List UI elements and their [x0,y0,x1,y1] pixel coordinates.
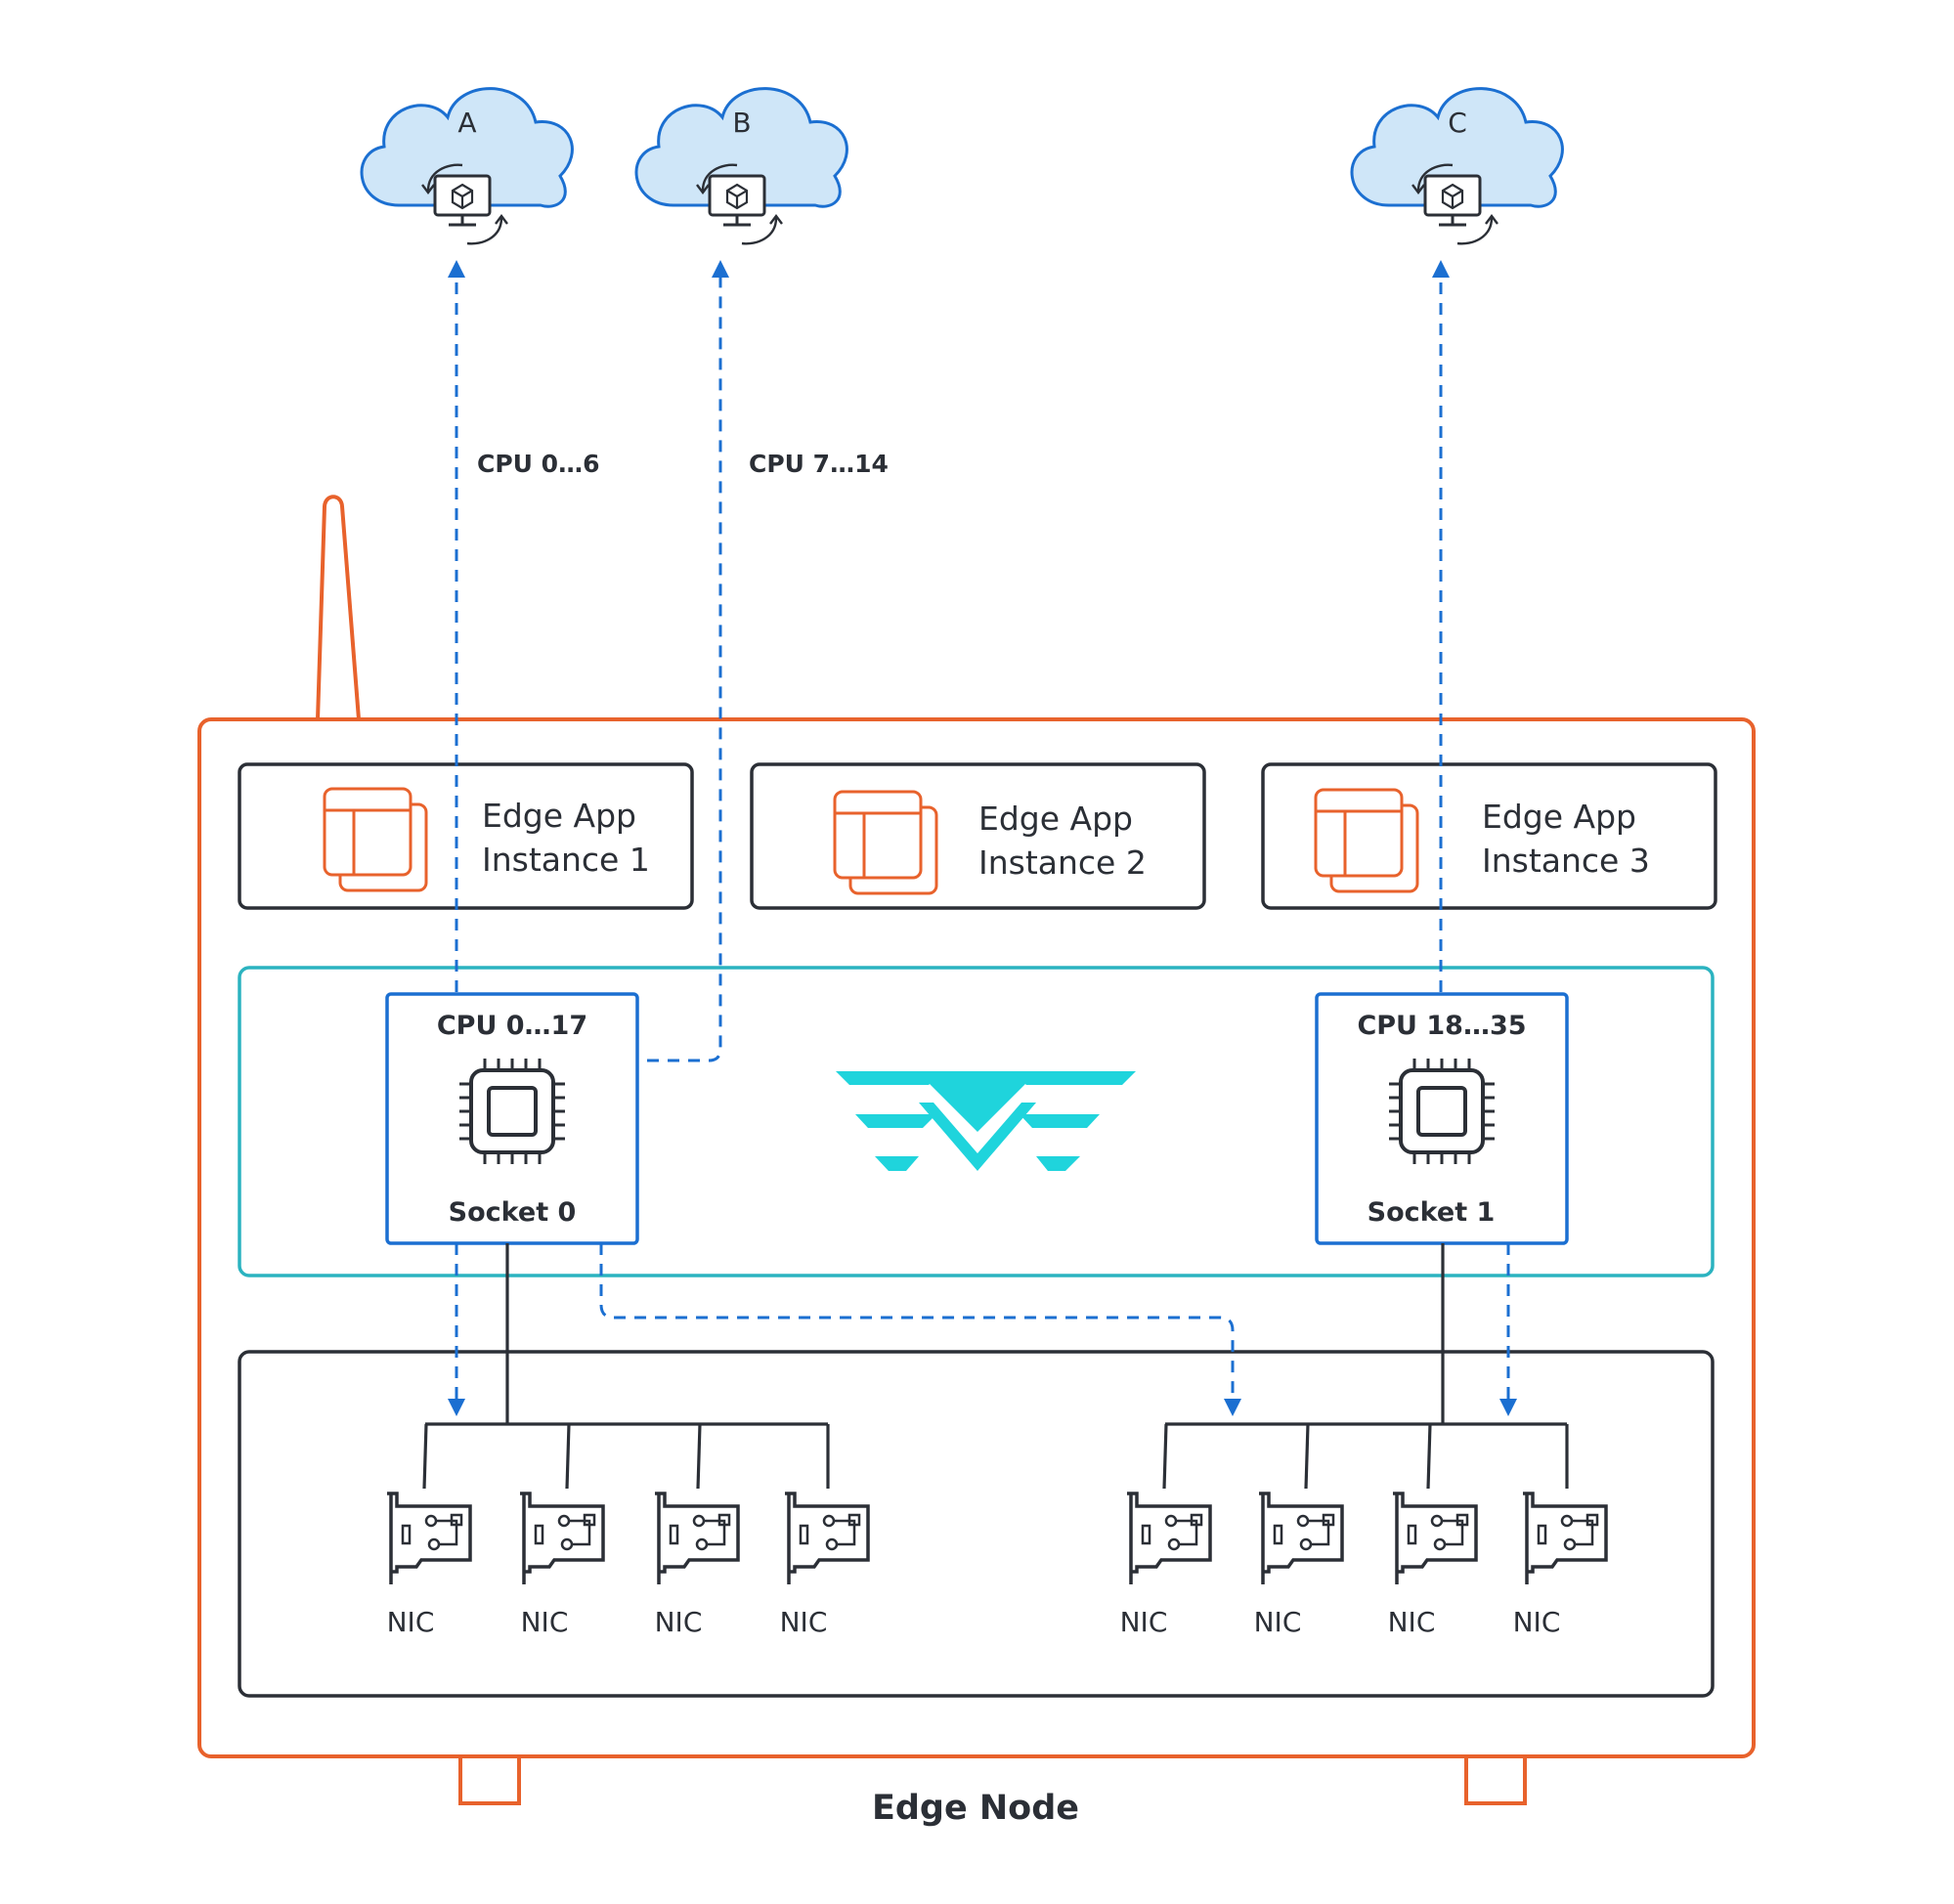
cpu-range-label-a: CPU 0…6 [477,450,599,478]
nic-label: NIC [1388,1606,1436,1638]
nic-label: NIC [521,1606,569,1638]
arrow-socket0-to-remote-nics [599,1243,1241,1416]
app-window-icon [1314,788,1419,893]
app-label-line2: Instance 1 [482,841,650,879]
edge-node-label: Edge Node [872,1789,1079,1828]
socket-name: Socket 1 [1368,1197,1496,1228]
cloud-label: A [457,107,476,139]
arrow-socket0-to-cloud-b [647,260,729,1062]
socket-cpu-range: CPU 18…35 [1357,1011,1526,1041]
edge-app-instance-2: Edge App Instance 2 [750,762,1206,910]
app-window-icon [323,787,428,892]
socket-name: Socket 0 [449,1197,577,1228]
nic-label: NIC [1120,1606,1168,1638]
nic-label: NIC [1254,1606,1302,1638]
nic-bus-right [1162,1243,1569,1490]
cloud-a: A [360,87,574,245]
socket-0: CPU 0…17 Socket 0 [385,992,639,1245]
nic-label: NIC [780,1606,828,1638]
nic-label: NIC [387,1606,435,1638]
app-label-line2: Instance 3 [1482,842,1650,880]
edge-app-instance-3: Edge App Instance 3 [1261,762,1717,910]
cloud-c: C [1350,87,1564,245]
cpu-chip-icon [457,1057,567,1166]
socket-cpu-range: CPU 0…17 [437,1011,587,1041]
cloud-b: B [634,87,848,245]
nic-label: NIC [1513,1606,1561,1638]
edge-app-instance-1: Edge App Instance 1 [238,762,694,910]
cloud-label: B [732,107,751,139]
app-label-line2: Instance 2 [978,844,1147,882]
app-label-line1: Edge App [482,797,636,835]
node-foot-left [458,1753,521,1805]
cloud-label: C [1448,107,1467,139]
app-window-icon [833,790,938,895]
node-foot-right [1464,1753,1527,1805]
cpu-chip-icon [1387,1057,1497,1166]
eve-logo [836,1071,1136,1171]
socket-1: CPU 18…35 Socket 1 [1315,992,1569,1245]
cpu-range-label-b: CPU 7…14 [749,450,889,478]
nic-bus-left [422,1243,830,1490]
nic-panel [238,1350,1715,1698]
antenna [316,495,361,720]
app-label-line1: Edge App [978,800,1133,838]
app-label-line1: Edge App [1482,798,1636,836]
nic-label: NIC [655,1606,703,1638]
